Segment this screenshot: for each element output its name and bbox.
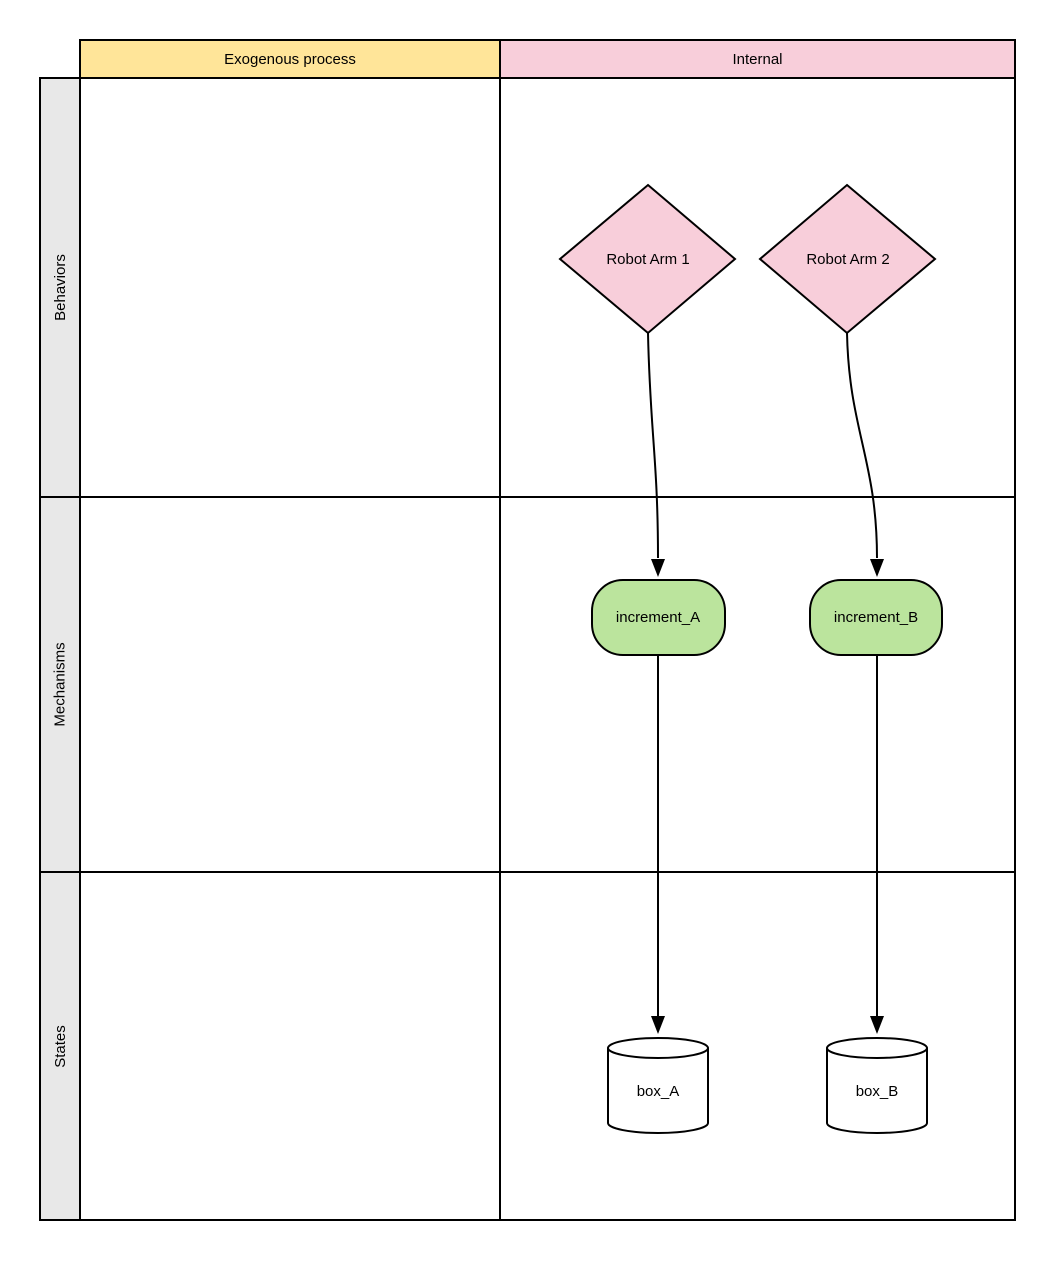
node-box-b-cylinder[interactable] xyxy=(826,1037,928,1134)
node-box-a-cylinder-rim xyxy=(607,1047,709,1059)
cell-states-internal xyxy=(499,871,1016,1221)
column-header-internal-cell xyxy=(499,39,1016,79)
row-label-mechanisms-text: Mechanisms xyxy=(51,642,69,727)
row-label-behaviors-text: Behaviors xyxy=(51,254,69,321)
cell-behaviors-exogenous xyxy=(79,77,501,498)
node-increment-b-rounded-rect[interactable] xyxy=(809,579,943,656)
swimlane-grid xyxy=(39,39,1016,1221)
cell-mechanisms-internal xyxy=(499,496,1016,873)
node-robot-arm-2-diamond[interactable] xyxy=(758,183,937,335)
node-box-b-cylinder-rim xyxy=(826,1047,928,1059)
column-header-exogenous-cell xyxy=(79,39,501,79)
arrowheads xyxy=(651,559,884,1034)
row-label-mechanisms: Mechanisms xyxy=(40,497,80,872)
row-label-states: States xyxy=(40,872,80,1220)
nodes xyxy=(558,183,943,1134)
arrowhead-boxA xyxy=(651,1016,665,1034)
cell-mechanisms-exogenous xyxy=(79,496,501,873)
row-label-states-text: States xyxy=(51,1024,69,1068)
cell-behaviors-internal xyxy=(499,77,1016,498)
arrowhead-boxB xyxy=(870,1016,884,1034)
edges xyxy=(647,332,878,1016)
cell-states-exogenous xyxy=(79,871,501,1221)
edge-robotarm2-incrementB[interactable] xyxy=(846,332,878,559)
arrowhead-incrementA xyxy=(651,559,665,577)
node-robot-arm-1-diamond[interactable] xyxy=(558,183,737,335)
row-label-behaviors: Behaviors xyxy=(40,78,80,497)
arrowhead-incrementB xyxy=(870,559,884,577)
node-increment-a-rounded-rect[interactable] xyxy=(591,579,726,656)
node-box-a-cylinder[interactable] xyxy=(607,1037,709,1134)
row-label-states-cell xyxy=(39,871,81,1221)
edge-robotarm1-incrementA[interactable] xyxy=(647,332,659,559)
